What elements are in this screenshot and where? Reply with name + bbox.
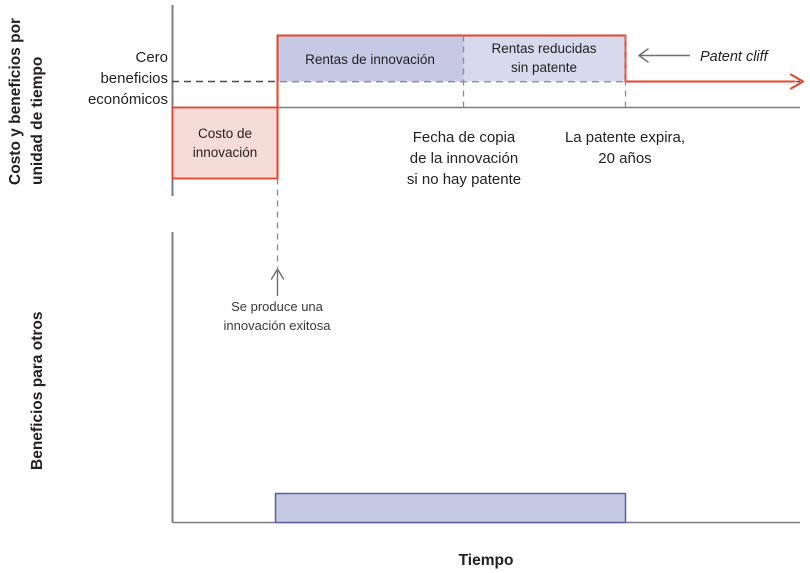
- patent-expiry-label-line2: 20 años: [598, 150, 651, 167]
- patent-expiry-label-line1: La patente expira,: [565, 129, 685, 146]
- patent-cliff-arrowhead-icon: [638, 48, 649, 63]
- region-benefits-to-others: [274, 492, 627, 524]
- innovation-rents-label: Rentas de innovación: [305, 52, 435, 67]
- cost-of-innovation-label-line2: innovación: [193, 145, 258, 160]
- successful-innovation-arrowhead-icon: [270, 268, 285, 280]
- upper-y-axis-title-line2: unidad de tiempo: [29, 57, 46, 185]
- copy-date-label-line3: si no hay patente: [407, 171, 521, 188]
- region-cost-of-innovation: [171, 106, 279, 180]
- profit-path-arrowhead: [790, 73, 804, 90]
- reduced-rents-label-line1: Rentas reducidas: [491, 41, 596, 56]
- region-innovation-rents: [277, 35, 464, 82]
- upper-y-axis-title-line1: Costo y beneficios por: [7, 18, 24, 185]
- copy-date-label-line2: de la innovación: [410, 150, 518, 167]
- zero-profit-label-line1: Cero: [135, 49, 168, 66]
- lower-y-axis-title: Beneficios para otros: [29, 312, 46, 471]
- reduced-rents-label-line2: sin patente: [511, 60, 577, 75]
- patent-cliff-callout: Patent cliff: [638, 48, 770, 65]
- copy-date-label-line1: Fecha de copia: [413, 129, 516, 146]
- successful-innovation-callout: Se produce una innovación exitosa: [224, 268, 332, 333]
- successful-innovation-label-line2: innovación exitosa: [224, 318, 332, 333]
- zero-profit-label-line2: beneficios: [100, 70, 168, 87]
- patent-cliff-label: Patent cliff: [700, 49, 770, 65]
- cost-of-innovation-label-line1: Costo de: [198, 126, 252, 141]
- zero-profit-label-line3: económicos: [88, 91, 168, 108]
- x-axis-title: Tiempo: [459, 552, 514, 569]
- successful-innovation-label-line1: Se produce una: [231, 299, 324, 314]
- region-reduced-rents: [463, 35, 626, 82]
